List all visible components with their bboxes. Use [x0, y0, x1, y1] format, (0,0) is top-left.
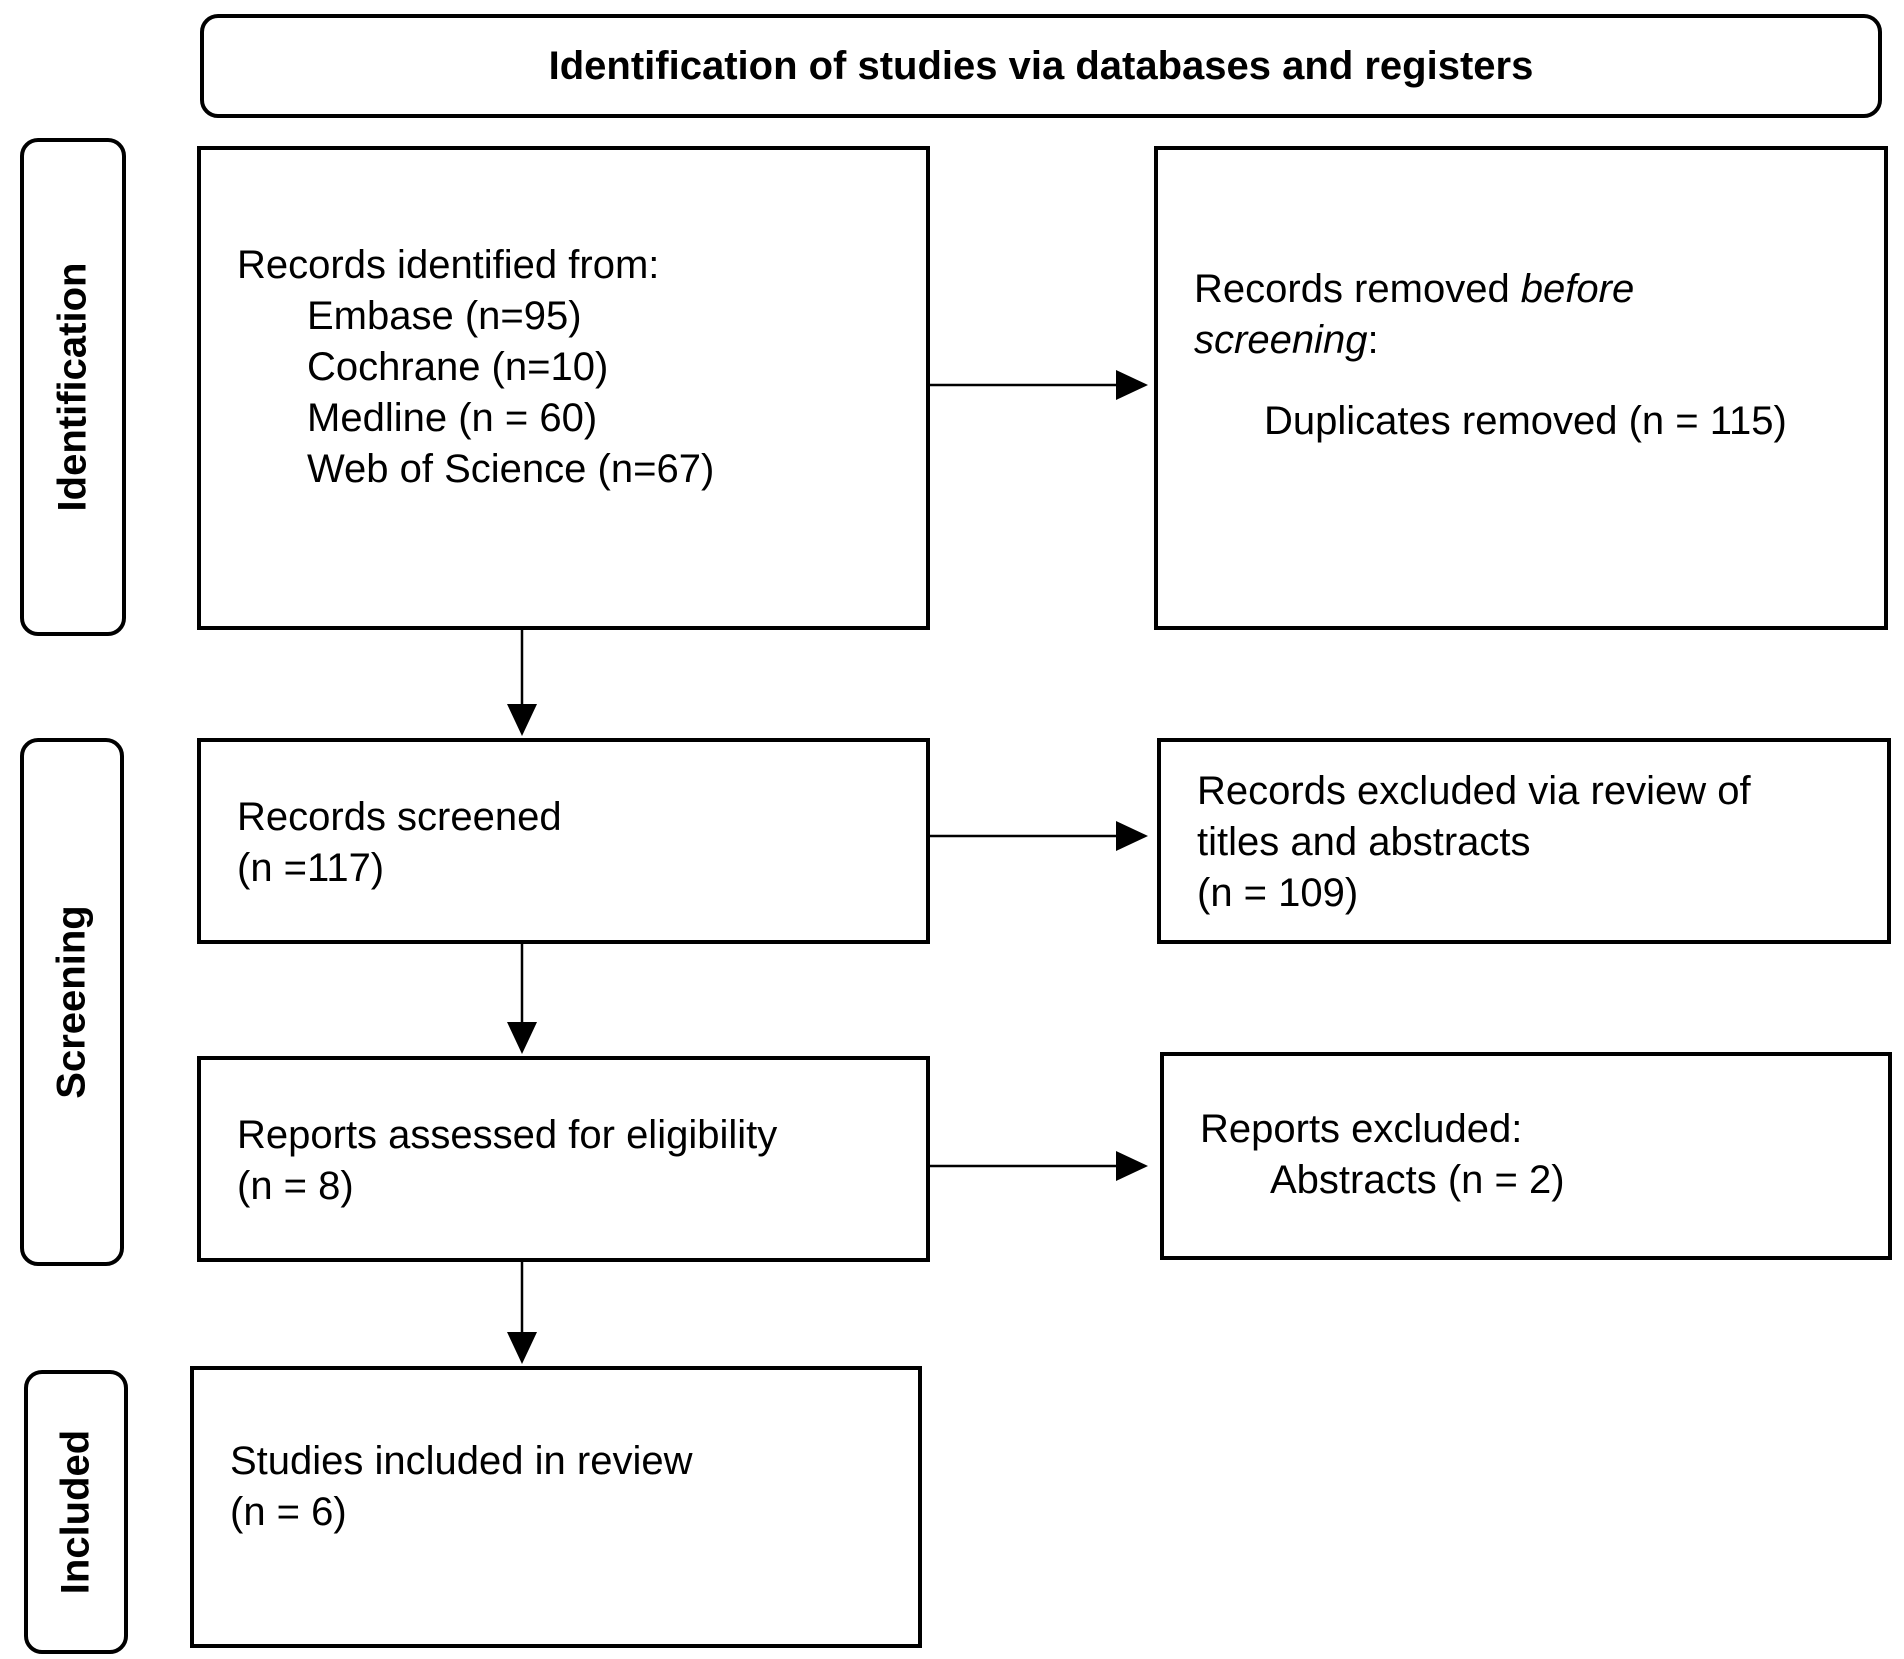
- phase-included: Included: [24, 1370, 128, 1654]
- records-removed-heading-start: Records removed: [1194, 267, 1521, 311]
- studies-included-text: Studies included in review (n = 6): [230, 1436, 692, 1538]
- records-screened-count: (n =117): [237, 846, 385, 890]
- source-web-of-science: Web of Science (n=67): [307, 447, 715, 491]
- arrow-screened-to-assessed: [507, 944, 537, 1054]
- reports-assessed-count: (n = 8): [237, 1164, 354, 1208]
- reports-excluded-abstracts: Abstracts (n = 2): [1270, 1158, 1565, 1202]
- records-removed-heading-italic2: screening: [1194, 318, 1368, 362]
- studies-included-line1: Studies included in review: [230, 1439, 693, 1483]
- reports-excluded-box: Reports excluded: Abstracts (n = 2): [1160, 1052, 1892, 1260]
- records-removed-heading-italic1: before: [1520, 267, 1635, 311]
- reports-excluded-line1: Reports excluded:: [1200, 1107, 1523, 1151]
- records-screened-line1: Records screened: [237, 795, 562, 839]
- records-excluded-box: Records excluded via review of titles an…: [1157, 738, 1891, 944]
- records-identified-text: Records identified from: Embase (n=95) C…: [237, 240, 714, 495]
- source-medline: Medline (n = 60): [307, 396, 598, 440]
- records-removed-box: Records removed before screening: Duplic…: [1154, 146, 1888, 630]
- records-screened-text: Records screened (n =117): [237, 792, 562, 894]
- records-excluded-text: Records excluded via review of titles an…: [1197, 766, 1751, 919]
- records-removed-heading-end: :: [1367, 318, 1379, 362]
- phase-identification: Identification: [20, 138, 126, 636]
- records-identified-box: Records identified from: Embase (n=95) C…: [197, 146, 930, 630]
- phase-screening: Screening: [20, 738, 124, 1266]
- reports-assessed-text: Reports assessed for eligibility (n = 8): [237, 1110, 777, 1212]
- records-excluded-line1: Records excluded via review of: [1197, 769, 1751, 813]
- records-identified-heading: Records identified from:: [237, 243, 660, 287]
- arrow-assessed-to-reports-excluded: [930, 1151, 1148, 1181]
- header-box: Identification of studies via databases …: [200, 14, 1882, 118]
- records-removed-heading-line1: Records removed before: [1194, 264, 1787, 315]
- records-screened-box: Records screened (n =117): [197, 738, 930, 944]
- records-excluded-line2: titles and abstracts: [1197, 820, 1531, 864]
- reports-assessed-line1: Reports assessed for eligibility: [237, 1113, 778, 1157]
- records-removed-heading-line2: screening:: [1194, 315, 1787, 366]
- source-embase: Embase (n=95): [307, 294, 582, 338]
- reports-excluded-text: Reports excluded: Abstracts (n = 2): [1200, 1104, 1565, 1206]
- studies-included-count: (n = 6): [230, 1490, 347, 1534]
- records-removed-text: Records removed before screening: Duplic…: [1194, 264, 1787, 447]
- arrow-identified-to-screened: [507, 630, 537, 736]
- records-excluded-count: (n = 109): [1197, 871, 1359, 915]
- arrow-screened-to-excluded: [930, 821, 1148, 851]
- reports-assessed-box: Reports assessed for eligibility (n = 8): [197, 1056, 930, 1262]
- duplicates-removed: Duplicates removed (n = 115): [1264, 399, 1787, 443]
- header-title: Identification of studies via databases …: [548, 43, 1534, 88]
- source-cochrane: Cochrane (n=10): [307, 345, 609, 389]
- arrow-identified-to-removed: [930, 370, 1148, 400]
- studies-included-box: Studies included in review (n = 6): [190, 1366, 922, 1648]
- arrow-assessed-to-included: [507, 1262, 537, 1364]
